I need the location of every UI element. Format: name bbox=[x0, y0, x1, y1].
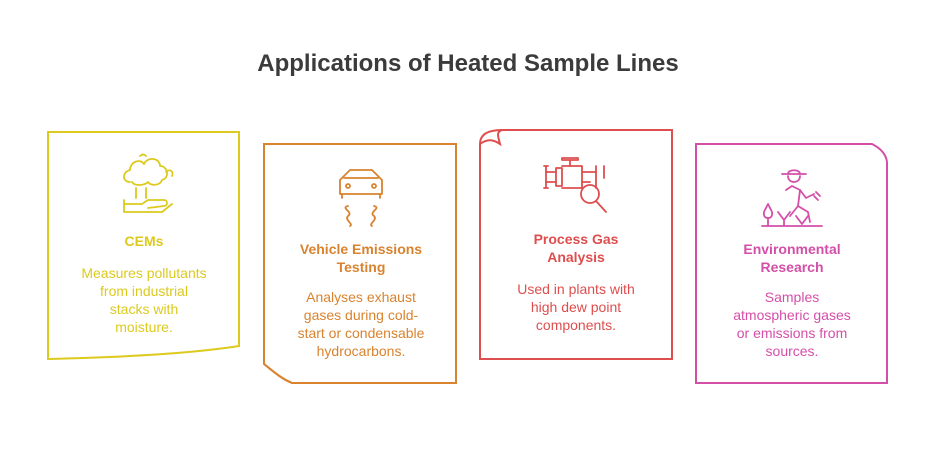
card-description: Analyses exhaust gases during cold- star… bbox=[276, 288, 446, 360]
card-heading: CEMs bbox=[46, 232, 242, 250]
desc-line: high dew point bbox=[530, 299, 622, 315]
desc-line: or emissions from bbox=[736, 325, 848, 341]
card-cems: CEMs Measures pollutants from industrial… bbox=[46, 130, 242, 362]
card-process-gas: Process Gas Analysis Used in plants with… bbox=[478, 128, 674, 362]
card-vehicle-emissions: Vehicle Emissions Testing Analyses exhau… bbox=[262, 142, 460, 386]
heading-line: Vehicle Emissions bbox=[299, 241, 423, 257]
desc-line: components. bbox=[535, 317, 617, 333]
heading-line: Research bbox=[760, 259, 824, 275]
desc-line: Samples bbox=[764, 289, 820, 305]
desc-line: Used in plants with bbox=[517, 281, 635, 297]
card-frame bbox=[263, 143, 457, 384]
card-heading: Process Gas Analysis bbox=[478, 230, 674, 266]
heading-line: Environmental bbox=[743, 241, 841, 257]
card-environmental-research: Environmental Research Samples atmospher… bbox=[694, 142, 890, 386]
pipe-valve-magnifier-icon bbox=[543, 157, 607, 213]
smokestack-cloud-icon bbox=[123, 153, 174, 213]
card-heading: Vehicle Emissions Testing bbox=[262, 240, 460, 276]
desc-line: Analyses exhaust bbox=[306, 289, 416, 305]
card-description: Samples atmospheric gases or emissions f… bbox=[708, 288, 876, 360]
desc-line: hydrocarbons. bbox=[316, 343, 406, 359]
card-frame bbox=[479, 129, 673, 360]
page-title: Applications of Heated Sample Lines bbox=[257, 50, 679, 77]
card-heading: Environmental Research bbox=[694, 240, 890, 276]
heading-line: Testing bbox=[336, 259, 386, 275]
desc-line: from industrial bbox=[100, 283, 188, 299]
desc-line: gases during cold- bbox=[303, 307, 419, 323]
heading-line: CEMs bbox=[124, 233, 164, 249]
card-description: Used in plants with high dew point compo… bbox=[492, 280, 660, 334]
heading-line: Process Gas bbox=[533, 231, 619, 247]
desc-line: stacks with bbox=[109, 301, 179, 317]
desc-line: atmospheric gases bbox=[733, 307, 851, 323]
desc-line: moisture. bbox=[115, 319, 173, 335]
desc-line: Measures pollutants bbox=[81, 265, 207, 281]
heading-line: Analysis bbox=[547, 249, 605, 265]
card-description: Measures pollutants from industrial stac… bbox=[60, 264, 228, 336]
desc-line: sources. bbox=[765, 343, 819, 359]
car-road-icon bbox=[339, 169, 383, 227]
card-frame bbox=[695, 143, 888, 384]
researcher-plants-icon bbox=[761, 169, 823, 227]
card-frame bbox=[47, 131, 240, 361]
desc-line: start or condensable bbox=[297, 325, 425, 341]
